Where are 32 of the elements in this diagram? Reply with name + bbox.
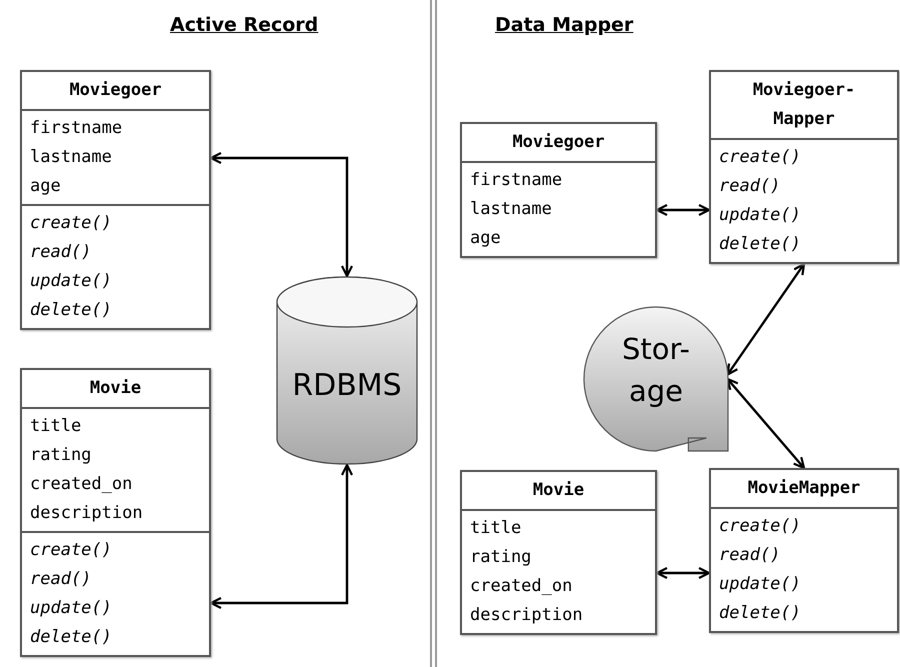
storage-label: Stor-age xyxy=(622,331,690,410)
class-name: Movie xyxy=(532,479,584,502)
database-label: RDBMS xyxy=(292,367,402,405)
arrow xyxy=(210,464,354,610)
database-cylinder xyxy=(276,276,418,465)
arrow xyxy=(210,152,354,278)
method-list: create() read() update() delete() xyxy=(719,512,801,628)
class-name: Movie xyxy=(90,377,142,400)
attribute-list: title rating created_on description xyxy=(470,514,583,630)
attribute-list: firstname lastname age xyxy=(470,166,562,253)
class-name: MovieMapper xyxy=(748,477,860,500)
class-name: Moviegoer xyxy=(69,79,162,102)
class-box xyxy=(709,468,899,633)
arrow xyxy=(726,262,806,376)
section-heading: Data Mapper xyxy=(495,14,634,36)
arrow xyxy=(656,566,710,580)
class-name: Moviegoer-Mapper xyxy=(752,79,856,131)
method-list: create() read() update() delete() xyxy=(30,209,112,325)
attribute-list: title rating created_on description xyxy=(30,412,143,528)
class-box xyxy=(20,70,211,330)
class-name: Moviegoer xyxy=(512,131,605,154)
attribute-list: firstname lastname age xyxy=(30,114,122,201)
class-box xyxy=(709,70,899,264)
method-list: create() read() update() delete() xyxy=(719,143,801,259)
arrow xyxy=(656,204,710,216)
class-box xyxy=(460,122,657,258)
class-box xyxy=(20,368,211,657)
class-box xyxy=(460,470,657,635)
storage-symbol xyxy=(583,306,729,452)
section-heading: Active Record xyxy=(170,14,318,36)
method-list: create() read() update() delete() xyxy=(30,536,112,652)
arrow xyxy=(726,378,806,470)
